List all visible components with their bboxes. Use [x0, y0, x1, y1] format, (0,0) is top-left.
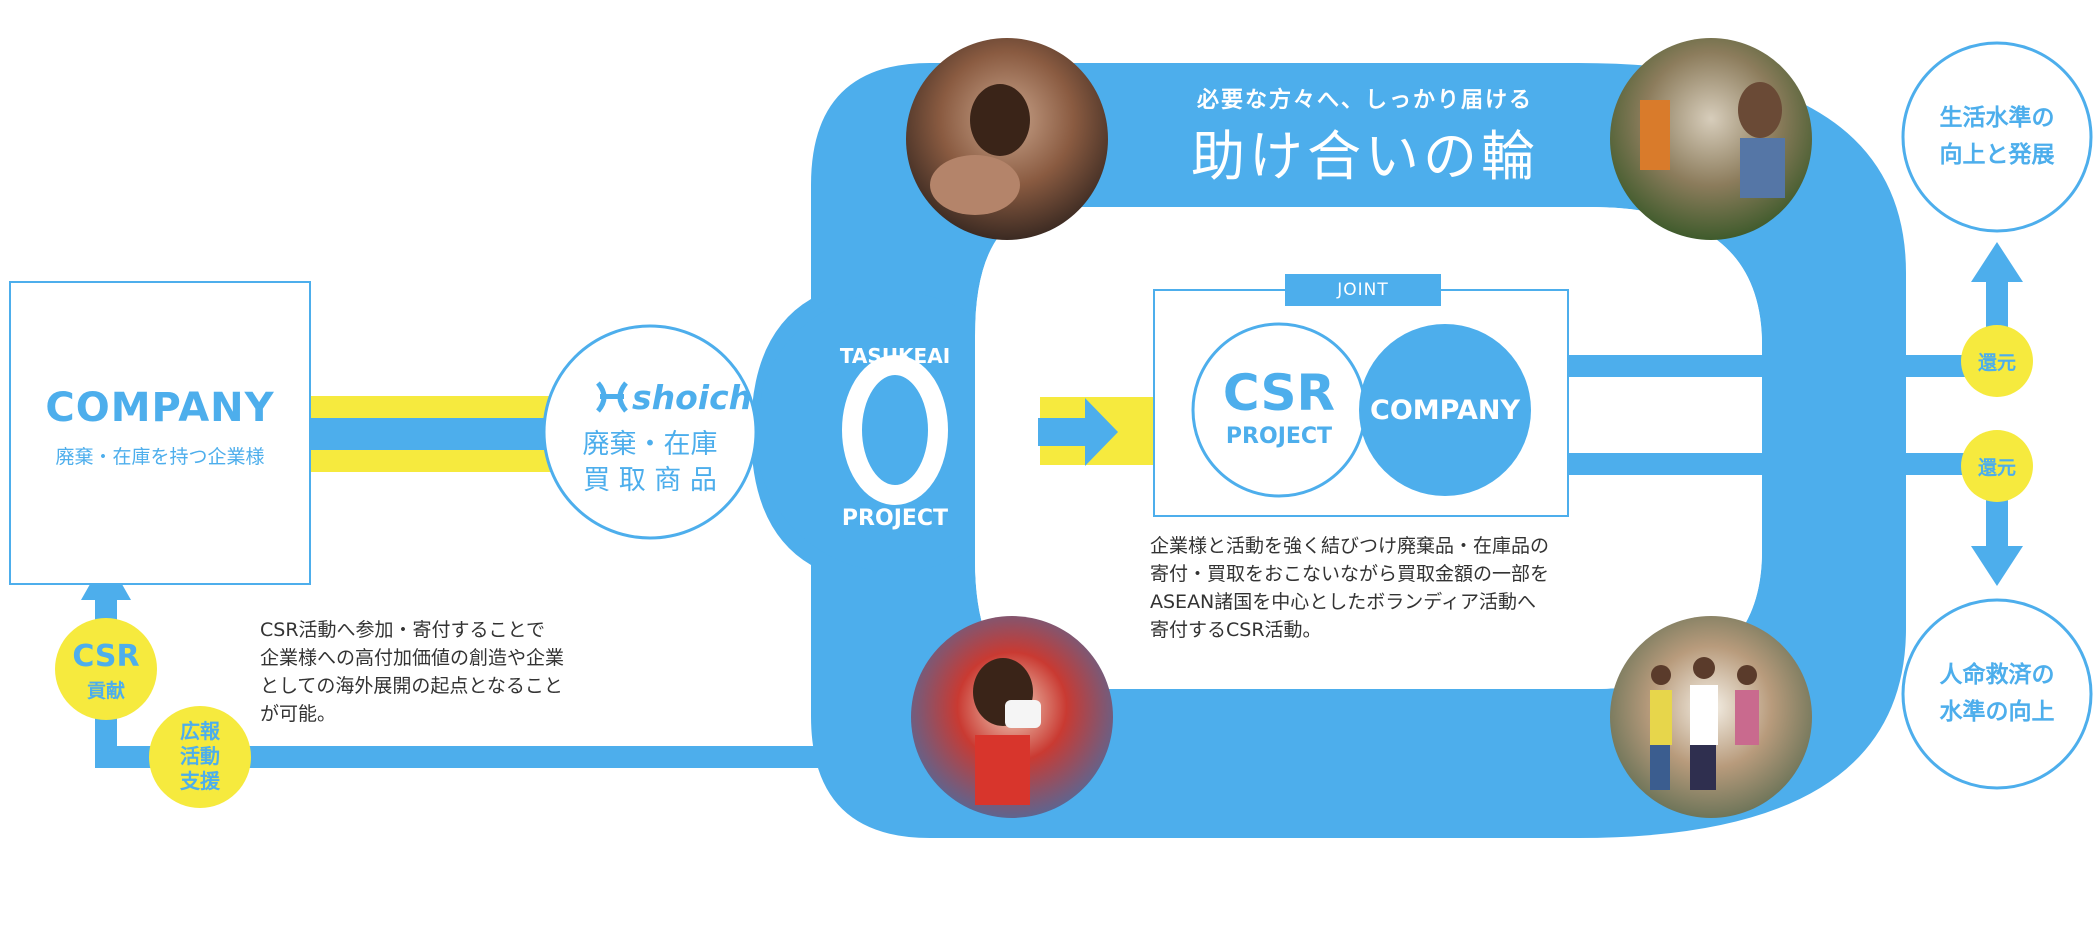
pr-badge-line: 支援: [180, 769, 220, 793]
joint-description-line: 寄付するCSR活動。: [1150, 619, 1322, 641]
csr-note-line: が可能。: [260, 703, 337, 725]
joint-description-line: 寄付・買取をおこないながら買取金額の一部を: [1150, 563, 1550, 585]
company-title: COMPANY: [45, 385, 275, 431]
tagline: 必要な方々へ、しっかり届ける: [1196, 88, 1533, 113]
joint-description: 企業様と活動を強く結びつけ廃棄品・在庫品の 寄付・買取をおこないながら買取金額の…: [1150, 532, 1580, 644]
return-badge-circle-top: [1961, 325, 2033, 397]
arrow-up-icon: [1971, 242, 2023, 282]
return-badge-circle-bottom: [1961, 430, 2033, 502]
joint-label: JOINT: [1285, 274, 1441, 306]
csr-big: CSR: [1222, 364, 1336, 422]
csr-note-line: CSR活動へ参加・寄付することで: [260, 619, 545, 641]
goal-circle-top: [1901, 41, 2093, 233]
return-badge-top: 還元: [1977, 352, 2016, 374]
pr-badge-line: 広報: [180, 719, 220, 743]
stripe-blue: [311, 418, 571, 450]
goal-bottom-line: 水準の向上: [1939, 699, 2055, 725]
goal-top-text: 生活水準の 向上と発展: [1902, 100, 2092, 174]
group-photo: [1610, 616, 1812, 818]
company-box: [9, 281, 311, 585]
pr-badge-line: 活動: [180, 744, 220, 768]
goal-bottom-line: 人命救済の: [1939, 662, 2055, 688]
shoichi-brand: shoichi: [632, 378, 764, 417]
mother-child-photo: [906, 38, 1108, 240]
volunteer-photo: [1610, 38, 1812, 240]
stripe-yellow-bottom: [311, 450, 571, 472]
csr-badge-circle: [55, 618, 157, 720]
csr-badge-line1: CSR: [72, 639, 140, 674]
shoichi-line1: 廃棄・在庫: [582, 429, 718, 460]
headline: 助け合いの輪: [1191, 125, 1539, 188]
goal-top-line: 生活水準の: [1939, 105, 2055, 131]
arrow-right-icon: [1038, 398, 1118, 466]
project-zero-icon: [842, 355, 948, 505]
stripe-yellow-top: [311, 396, 571, 418]
pr-badge-circle: [149, 706, 251, 808]
band-top: [1569, 355, 1909, 377]
goal-top-line: 向上と発展: [1939, 142, 2055, 168]
csr-small: PROJECT: [1225, 424, 1333, 449]
shoichi-logo-icon: [596, 381, 628, 413]
arrow-down-icon: [1971, 546, 2023, 586]
band-bottom: [1569, 453, 1909, 475]
csr-badge-line2: 貢献: [86, 680, 125, 702]
project-bottom-label: PROJECT: [841, 506, 949, 531]
child-photo: [911, 616, 1113, 818]
joint-description-line: ASEAN諸国を中心としたボランディア活動へ: [1150, 591, 1536, 613]
joint-description-line: 企業様と活動を強く結びつけ廃棄品・在庫品の: [1150, 535, 1550, 557]
goal-bottom-text: 人命救済の 水準の向上: [1902, 657, 2092, 731]
csr-note-line: としての海外展開の起点となること: [260, 675, 563, 697]
shoichi-circle: [542, 324, 758, 540]
shoichi-line2: 買 取 商 品: [583, 465, 717, 496]
company-subtitle: 廃棄・在庫を持つ企業様: [55, 446, 265, 468]
return-path-horizontal: [95, 746, 935, 768]
csr-note-line: 企業様への高付加価値の創造や企業: [260, 647, 565, 669]
project-top-label: TASUKEAI: [839, 344, 951, 368]
goal-circle-bottom: [1901, 598, 2093, 790]
pr-badge-text: 広報 活動 支援: [150, 719, 250, 794]
return-badge-bottom: 還元: [1977, 457, 2016, 479]
project-lens: [755, 292, 1035, 572]
joint-company: COMPANY: [1370, 395, 1520, 426]
csr-note: CSR活動へ参加・寄付することで 企業様への高付加価値の創造や企業 としての海外…: [260, 616, 620, 728]
